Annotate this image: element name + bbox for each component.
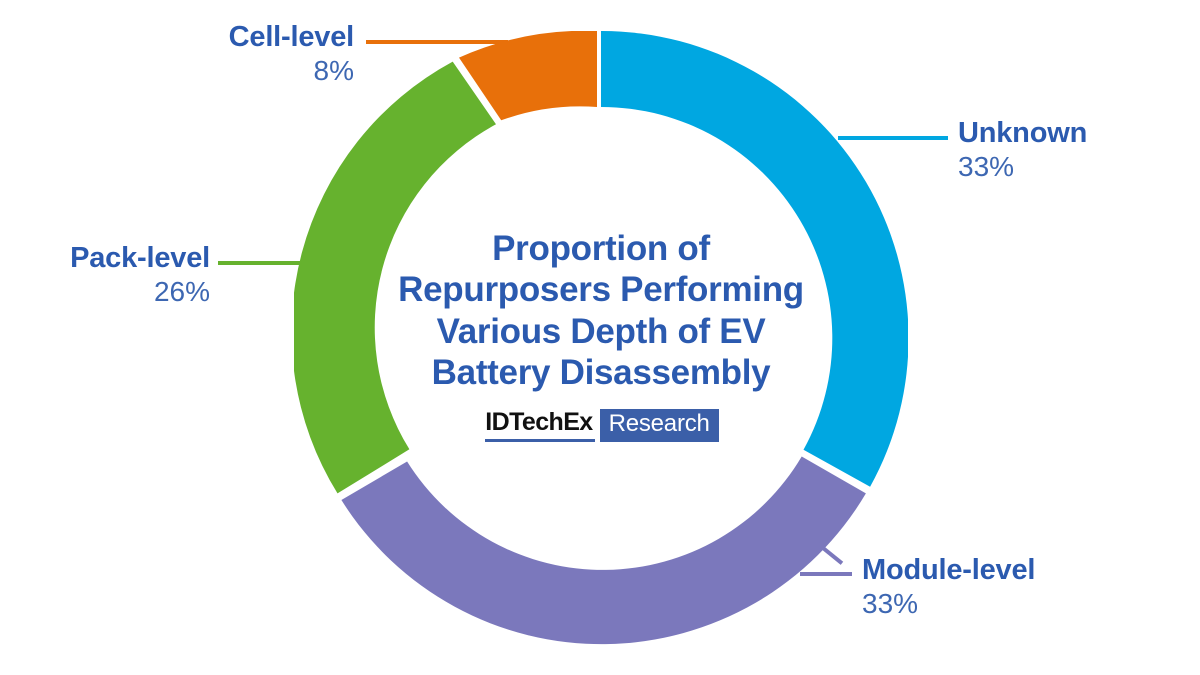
chart-title-line-1: Proportion of bbox=[492, 229, 710, 268]
segment-pack-level[interactable] bbox=[294, 61, 496, 494]
callout-cell-level[interactable]: Cell-level 8% bbox=[86, 21, 355, 86]
callout-unknown-label: Unknown bbox=[958, 117, 1088, 149]
callout-module-level-label: Module-level bbox=[862, 554, 1036, 586]
donut-segments bbox=[294, 31, 908, 645]
callout-module-level-value: 33% bbox=[862, 587, 919, 619]
donut-chart bbox=[294, 31, 908, 645]
logo-product-text: Research bbox=[599, 409, 719, 443]
chart-title-line-4: Battery Disassembly bbox=[431, 352, 771, 392]
callout-pack-level[interactable]: Pack-level 26% bbox=[0, 243, 210, 306]
leader-line-cell-level bbox=[366, 40, 508, 44]
leader-line-pack-level bbox=[218, 261, 302, 265]
logo-brand-text: IDTechEx bbox=[483, 409, 599, 442]
chart-center-block: Proportion of Repurposers Performing Var… bbox=[369, 228, 833, 443]
chart-title-line-3: Various Depth of EV bbox=[436, 311, 766, 351]
segment-cell-level[interactable] bbox=[459, 31, 597, 121]
segment-module-level[interactable] bbox=[341, 456, 866, 645]
callout-pack-level-label: Pack-level bbox=[70, 242, 210, 274]
callout-module-level[interactable]: Module-level 33% bbox=[862, 555, 1102, 618]
idtechex-research-logo: IDTechEx Research bbox=[369, 409, 833, 443]
leader-line-module-level bbox=[800, 572, 852, 576]
callout-unknown[interactable]: Unknown 33% bbox=[958, 118, 1188, 181]
segment-unknown[interactable] bbox=[601, 31, 908, 487]
chart-title-line-2: Repurposers Performing bbox=[398, 270, 804, 310]
callout-pack-level-value: 26% bbox=[153, 275, 210, 307]
callout-cell-level-label: Cell-level bbox=[228, 21, 355, 53]
callout-unknown-value: 33% bbox=[958, 150, 1015, 182]
callout-cell-level-value: 8% bbox=[313, 54, 354, 86]
donut-svg bbox=[294, 31, 908, 645]
leader-line-unknown bbox=[838, 136, 948, 140]
chart-title: Proportion of Repurposers Performing Var… bbox=[369, 228, 833, 393]
